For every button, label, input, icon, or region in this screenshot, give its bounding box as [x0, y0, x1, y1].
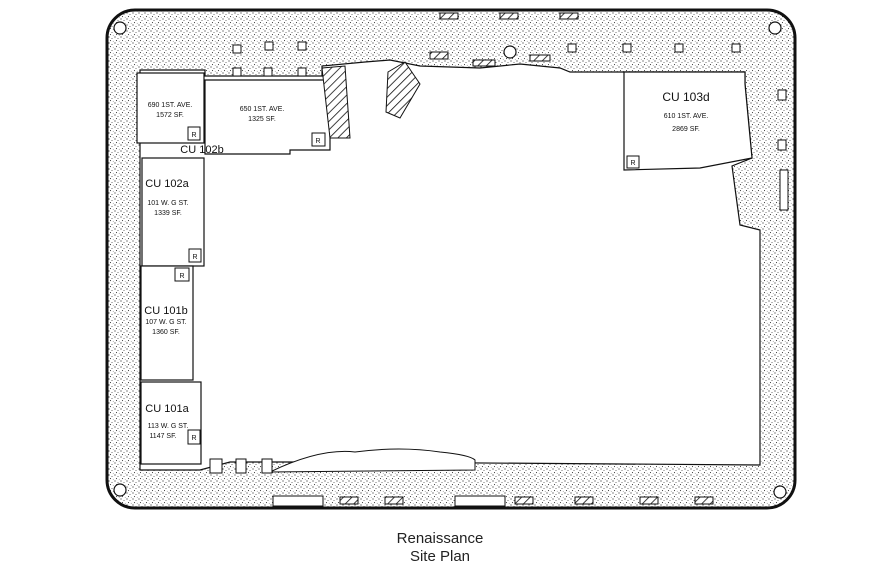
- hatched-stair-2: [385, 61, 421, 119]
- unit-cu-102a-area: 1339 SF.: [154, 210, 182, 217]
- restroom-box-101a: [187, 429, 201, 445]
- unit-cu-103d-name: CU 103d: [662, 90, 709, 104]
- unit-cu-101a-area: 1147 SF.: [149, 433, 176, 440]
- unit-cu-103d-address: 610 1ST. AVE.: [664, 113, 709, 120]
- caption-line-1: Renaissance: [396, 530, 484, 547]
- unit-cu-101b-name: CU 101b: [144, 305, 187, 317]
- restroom-label-102a: R: [192, 254, 197, 261]
- unit-cu-102b-area: 1325 SF.: [248, 116, 276, 123]
- unit-cu-101b[interactable]: [140, 265, 194, 381]
- restroom-box-101b: [174, 267, 190, 282]
- unit-cu-101a-address: 113 W. G ST.: [148, 423, 189, 430]
- planters-top: [232, 41, 789, 211]
- unit-tl-address: 690 1ST. AVE.: [148, 102, 193, 109]
- benches-bottom: [209, 458, 506, 507]
- unit-cu-101a[interactable]: [140, 381, 202, 465]
- restroom-label-103d: R: [630, 160, 635, 167]
- unit-cu-103d[interactable]: [623, 71, 753, 171]
- restroom-box-102a: [188, 248, 202, 263]
- unit-cu-102a-name: CU 102a: [145, 178, 189, 190]
- unit-tl-area: 1572 SF.: [156, 112, 184, 119]
- hatched-stair-1: [321, 65, 351, 139]
- restroom-box-103d: [626, 155, 640, 169]
- restroom-label-tl: R: [191, 132, 196, 139]
- restroom-label-101b: R: [179, 273, 184, 280]
- unit-cu-101a-name: CU 101a: [145, 403, 189, 415]
- unit-cu-103d-area: 2869 SF.: [672, 126, 700, 133]
- caption-line-2: Site Plan: [409, 548, 471, 565]
- unit-cu-102b-address: 650 1ST. AVE.: [240, 106, 285, 113]
- unit-cu-102b-name: CU 102b: [180, 144, 223, 156]
- restroom-label-102b: R: [315, 138, 320, 145]
- restroom-box-tl: [187, 126, 201, 141]
- unit-cu-102a[interactable]: [141, 157, 205, 267]
- unit-cu-101b-address: 107 W. G ST.: [145, 319, 186, 326]
- unit-cu-102a-address: 101 W. G ST.: [147, 200, 188, 207]
- plaza-curve: [269, 448, 476, 473]
- unit-cu-101b-area: 1360 SF.: [152, 329, 180, 336]
- hatched-blocks-edge: [339, 12, 714, 505]
- restroom-label-101a: R: [191, 435, 196, 442]
- tree-markers: [113, 21, 787, 499]
- restroom-box-102b: [311, 132, 326, 147]
